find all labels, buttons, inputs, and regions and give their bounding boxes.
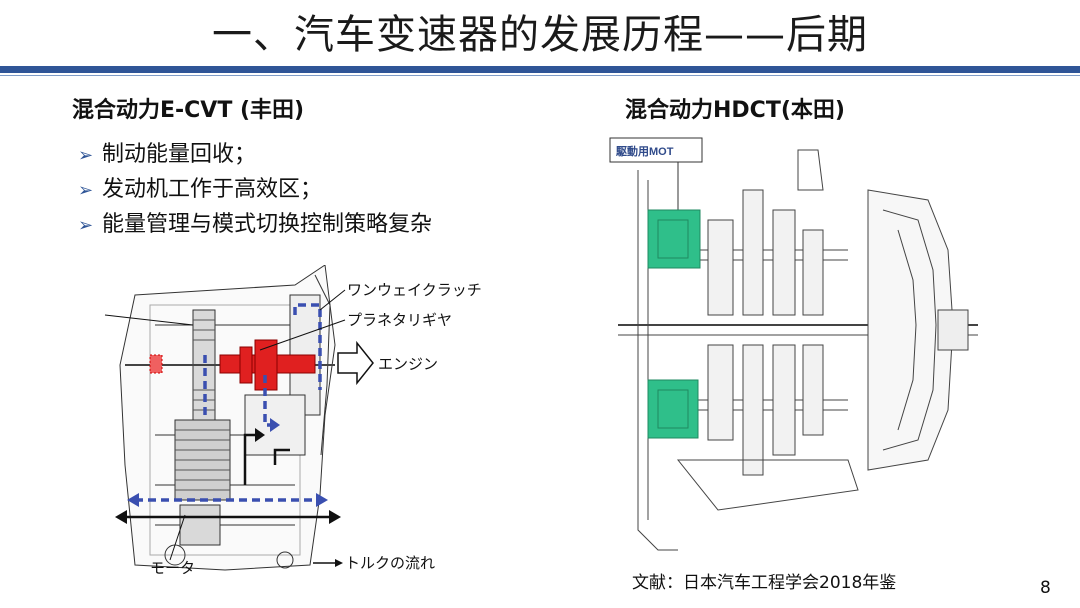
bullet-item: ➢制动能量回收； [78,138,432,173]
label-motor: モータ [150,559,195,577]
slide-title: 一、汽车变速器的发展历程——后期 [212,12,868,58]
drive-motor-tag: 駆動用MOT [616,144,674,158]
label-planetary-gear: プラネタリギヤ [347,311,452,329]
engine-arrow-icon [337,340,374,386]
bullet-item: ➢发动机工作于高效区； [78,173,432,208]
title-divider-thin [0,75,1080,76]
arrow-bullet-icon: ➢ [78,145,94,166]
label-torque-flow: トルクの流れ [345,554,435,572]
planetary-highlight [219,339,316,391]
bullet-list: ➢制动能量回收； ➢发动机工作于高效区； ➢能量管理与模式切换控制策略复杂 [78,138,432,243]
ecvt-diagram: ワンウェイクラッチ プラネタリギヤ エンジン モータ トルクの流れ [104,265,482,577]
label-engine: エンジン [378,355,438,373]
one-way-clutch-highlight [149,354,163,374]
power-flow-path [135,303,322,502]
arrow-bullet-icon: ➢ [78,215,94,236]
left-heading: 混合动力E-CVT (丰田) [72,98,305,123]
label-one-way-clutch: ワンウェイクラッチ [347,281,482,299]
bullet-item: ➢能量管理与模式切换控制策略复杂 [78,208,432,243]
reference-citation: 文献：日本汽车工程学会2018年鉴 [632,573,897,593]
right-heading: 混合动力HDCT(本田) [625,98,845,123]
hdct-diagram: 駆動用MOT [609,137,978,551]
page-number: 8 [1040,578,1051,598]
arrow-bullet-icon: ➢ [78,180,94,201]
torque-path [120,433,335,519]
title-divider [0,66,1080,73]
